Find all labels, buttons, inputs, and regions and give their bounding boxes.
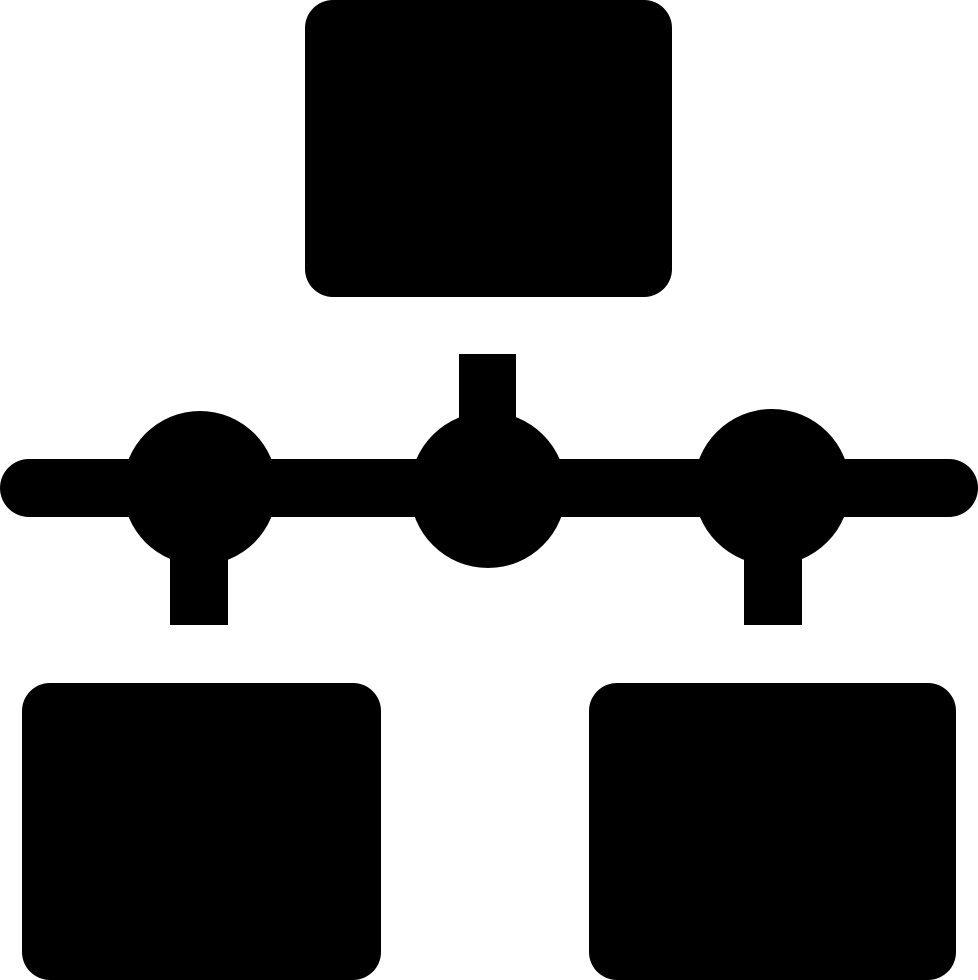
right-bus-junction (694, 409, 850, 565)
center-bus-junction (410, 412, 566, 568)
left-vertical-connector (170, 545, 228, 625)
bottom-right-node-box (589, 683, 956, 980)
bottom-left-node-box (22, 683, 381, 980)
right-vertical-connector (744, 545, 802, 625)
top-node-box (305, 0, 672, 297)
left-bus-junction (123, 411, 277, 565)
